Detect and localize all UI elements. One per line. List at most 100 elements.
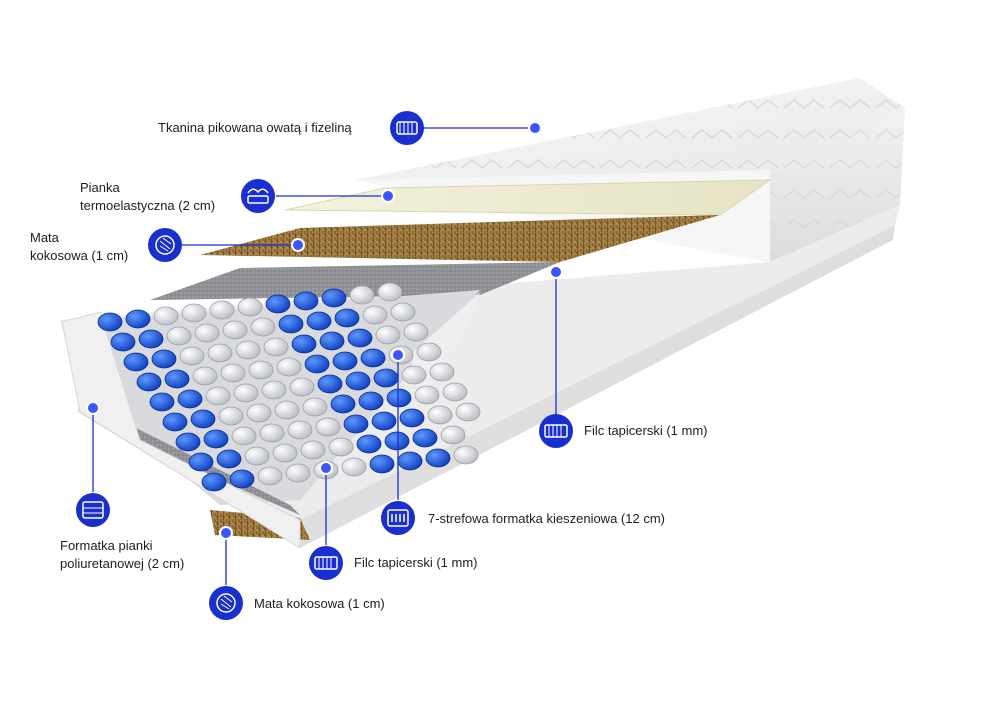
spring-pocket-blue — [384, 431, 410, 451]
spring-pocket-white — [440, 425, 466, 445]
label-coconut-top: Mata kokosowa (1 cm) — [30, 230, 129, 263]
spring-pocket-blue — [97, 312, 123, 332]
coconut-mat-icon — [209, 586, 243, 620]
label-fabric: Tkanina pikowana owatą i fizeliną — [158, 120, 352, 135]
spring-pocket-white — [287, 420, 313, 440]
spring-pocket-blue — [317, 374, 343, 394]
spring-pocket-blue — [330, 394, 356, 414]
spring-pocket-blue — [332, 351, 358, 371]
spring-pocket-blue — [371, 411, 397, 431]
felt-icon — [309, 546, 343, 580]
spring-pocket-white — [257, 466, 283, 486]
spring-pocket-white — [289, 377, 315, 397]
spring-pocket-blue — [386, 388, 412, 408]
spring-pocket-white — [341, 457, 367, 477]
spring-pocket-blue — [190, 409, 216, 429]
spring-pocket-white — [375, 325, 401, 345]
spring-pocket-blue — [229, 469, 255, 489]
spring-pocket-blue — [425, 448, 451, 468]
spring-pocket-blue — [334, 308, 360, 328]
spring-pocket-blue — [149, 392, 175, 412]
spring-pocket-blue — [278, 314, 304, 334]
spring-pocket-white — [209, 300, 235, 320]
spring-pocket-white — [192, 366, 218, 386]
spring-pocket-white — [377, 282, 403, 302]
spring-pocket-white — [272, 443, 298, 463]
spring-pocket-white — [427, 405, 453, 425]
label-felt-top: Filc tapicerski (1 mm) — [584, 423, 708, 438]
spring-pocket-blue — [358, 391, 384, 411]
spring-pocket-blue — [397, 451, 423, 471]
spring-pocket-white — [261, 380, 287, 400]
spring-pocket-blue — [123, 352, 149, 372]
spring-pocket-blue — [369, 454, 395, 474]
spring-pocket-white — [349, 285, 375, 305]
spring-pocket-white — [244, 446, 270, 466]
memory-foam-layer — [284, 179, 772, 216]
spring-pocket-white — [166, 326, 192, 346]
felt-icon — [539, 414, 573, 448]
spring-pocket-white — [194, 323, 220, 343]
spring-pocket-white — [390, 302, 416, 322]
spring-pocket-white — [179, 346, 205, 366]
spring-pocket-white — [237, 297, 263, 317]
spring-pocket-blue — [175, 432, 201, 452]
pocket-springs-icon — [381, 501, 415, 535]
spring-pocket-white — [315, 417, 341, 437]
spring-pocket-blue — [293, 291, 319, 311]
spring-pocket-white — [302, 397, 328, 417]
leader-dots — [86, 121, 563, 540]
spring-pocket-blue — [110, 332, 136, 352]
spring-pocket-white — [453, 445, 479, 465]
spring-pocket-blue — [291, 334, 317, 354]
felt-top-layer — [150, 262, 560, 300]
spring-pocket-blue — [162, 412, 188, 432]
spring-pocket-white — [220, 363, 246, 383]
spring-pocket-white — [246, 403, 272, 423]
spring-pocket-white — [233, 383, 259, 403]
spring-pocket-blue — [347, 328, 373, 348]
spring-pocket-white — [231, 426, 257, 446]
label-pocket-springs: 7-strefowa formatka kieszeniowa (12 cm) — [428, 511, 665, 526]
coconut-mat-icon — [148, 228, 182, 262]
spring-pocket-blue — [125, 309, 151, 329]
pu-foam-frame — [61, 311, 301, 549]
spring-pocket-blue — [306, 311, 332, 331]
spring-pocket-white — [442, 382, 468, 402]
spring-pocket-white — [259, 423, 285, 443]
spring-pocket-white — [263, 337, 289, 357]
spring-pocket-blue — [203, 429, 229, 449]
spring-pocket-white — [250, 317, 276, 337]
spring-pocket-blue — [265, 294, 291, 314]
spring-pocket-white — [429, 362, 455, 382]
spring-pocket-white — [403, 322, 429, 342]
spring-pocket-blue — [136, 372, 162, 392]
spring-pocket-white — [248, 360, 274, 380]
label-pu-foam: Formatka pianki poliuretanowej (2 cm) — [60, 538, 185, 571]
spring-pocket-blue — [319, 331, 345, 351]
spring-pocket-white — [205, 386, 231, 406]
spring-pocket-blue — [304, 354, 330, 374]
quilted-fabric-icon — [390, 111, 424, 145]
spring-pocket-white — [207, 343, 233, 363]
leader-lines — [92, 127, 557, 585]
spring-pocket-white — [235, 340, 261, 360]
spring-pocket-white — [300, 440, 326, 460]
spring-pocket-white — [414, 385, 440, 405]
label-felt-bottom: Filc tapicerski (1 mm) — [354, 555, 478, 570]
spring-pocket-blue — [151, 349, 177, 369]
spring-pocket-blue — [345, 371, 371, 391]
memory-foam-icon — [241, 179, 275, 213]
label-memory-foam: Pianka termoelastyczna (2 cm) — [80, 180, 216, 213]
spring-pocket-white — [455, 402, 481, 422]
spring-pocket-white — [276, 357, 302, 377]
spring-pocket-blue — [343, 414, 369, 434]
spring-pocket-blue — [216, 449, 242, 469]
spring-pocket-white — [416, 342, 442, 362]
spring-pocket-blue — [321, 288, 347, 308]
spring-pocket-blue — [412, 428, 438, 448]
coconut-top-layer — [200, 215, 720, 262]
foam-block-icon — [76, 493, 110, 527]
spring-pocket-blue — [360, 348, 386, 368]
spring-pocket-white — [153, 306, 179, 326]
